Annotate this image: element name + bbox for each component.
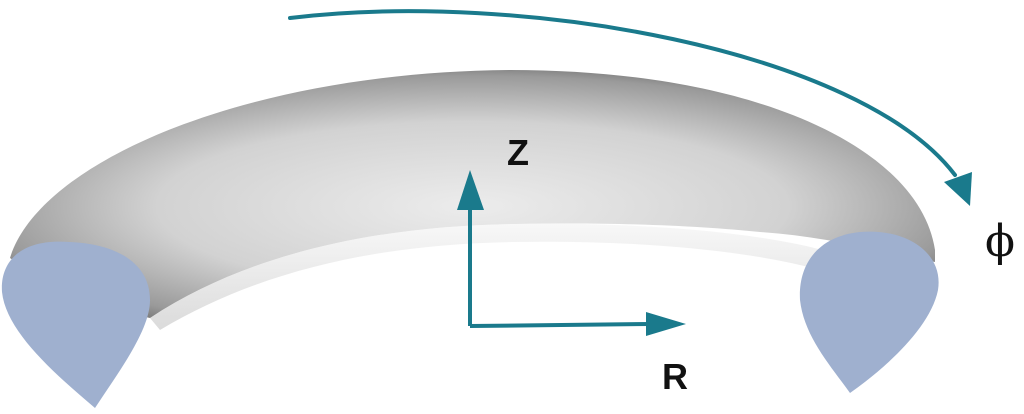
r-axis-label: R (662, 356, 688, 397)
r-axis-line (469, 322, 651, 328)
left-cross-section (1, 241, 150, 408)
phi-label: ϕ (985, 216, 1015, 267)
phi-arrowhead (944, 172, 972, 206)
phi-arc (288, 9, 957, 177)
z-axis-arrowhead (457, 170, 484, 210)
z-axis-label: Z (507, 132, 529, 173)
torus-inner-surface (150, 223, 830, 330)
right-cross-section (799, 231, 939, 393)
r-axis-arrowhead (646, 312, 686, 336)
